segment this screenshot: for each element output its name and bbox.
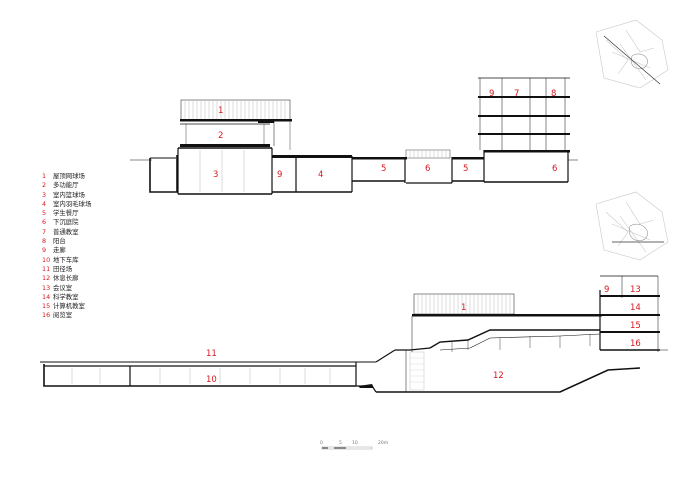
legend-label: 多功能厅: [53, 181, 79, 190]
legend-item: 1 屋顶网球场: [42, 172, 91, 181]
legend-item: 5 学生餐厅: [42, 209, 91, 218]
label-top-4: 4: [318, 170, 323, 180]
label-top-3: 3: [213, 170, 218, 180]
legend-number: 15: [42, 302, 51, 311]
legend-number: 11: [42, 264, 51, 273]
legend-label: 休息长廊: [53, 274, 79, 283]
legend-label: 走廊: [53, 246, 66, 255]
legend-number: 1: [42, 172, 47, 180]
legend-number: 4: [42, 199, 47, 208]
label-top-9b: 9: [489, 89, 494, 99]
label-top-7: 7: [514, 89, 519, 99]
label-top-5a: 5: [381, 164, 386, 174]
legend-item: 8 阳台: [42, 237, 91, 246]
label-bottom-1: 1: [461, 303, 466, 313]
label-top-1: 1: [218, 106, 223, 116]
bottom-section-labels: 11 10 1 12 9 13 14 15 16: [206, 285, 641, 385]
scale-bar: 0 5 10 20m: [320, 440, 388, 450]
label-top-6a: 6: [425, 164, 430, 174]
label-top-2: 2: [218, 131, 223, 141]
legend-label: 计算机教室: [53, 302, 85, 311]
legend-item: 6 下沉庭院: [42, 218, 91, 227]
legend-item: 9 走廊: [42, 246, 91, 255]
label-bottom-14: 14: [630, 303, 641, 313]
legend-label: 阅览室: [53, 311, 73, 320]
key-plan-top: [595, 19, 669, 89]
label-top-6b: 6: [552, 164, 557, 174]
legend-item: 7 普通教室: [42, 228, 91, 237]
label-bottom-16: 16: [630, 339, 641, 349]
legend-number: 8: [42, 237, 47, 246]
legend-number: 13: [42, 283, 51, 292]
label-bottom-13: 13: [630, 285, 641, 295]
legend-label: 田径场: [53, 264, 73, 273]
legend-item: 3 室内篮球场: [42, 191, 91, 200]
legend-number: 10: [42, 255, 51, 264]
top-section: [130, 77, 578, 195]
label-bottom-15: 15: [630, 321, 641, 331]
legend-number: 7: [42, 227, 47, 236]
label-bottom-12: 12: [493, 371, 504, 381]
legend-label: 科学教室: [53, 292, 79, 301]
legend-item: 2 多功能厅: [42, 181, 91, 190]
legend-number: 16: [42, 311, 51, 320]
legend-label: 屋顶网球场: [53, 172, 85, 180]
label-top-9: 9: [277, 170, 282, 180]
label-bottom-10: 10: [206, 375, 217, 385]
legend-number: 2: [42, 181, 47, 190]
scale-tick-10: 10: [352, 440, 358, 446]
legend-label: 室内篮球场: [53, 190, 85, 199]
legend-number: 9: [42, 246, 47, 255]
scale-tick-0: 0: [320, 440, 323, 446]
label-bottom-11: 11: [206, 349, 217, 359]
legend-label: 下沉庭院: [53, 218, 79, 227]
legend-label: 会议室: [53, 283, 73, 292]
legend-label: 地下车库: [53, 255, 79, 264]
label-top-8: 8: [551, 89, 556, 99]
top-section-labels: 1 2 3 9 4 5 6 5 6 9 7 8: [213, 89, 557, 180]
label-bottom-9: 9: [604, 285, 609, 295]
label-top-5b: 5: [463, 164, 468, 174]
legend-label: 学生餐厅: [53, 209, 79, 218]
legend-label: 普通教室: [53, 227, 79, 236]
legend-number: 5: [42, 209, 47, 218]
legend-number: 6: [42, 218, 47, 227]
legend-number: 14: [42, 292, 51, 301]
legend-label: 阳台: [53, 237, 66, 246]
legend-number: 3: [42, 190, 47, 199]
scale-tick-20m: 20m: [378, 440, 388, 446]
bottom-section: [40, 275, 668, 393]
key-plan-bottom: [595, 191, 669, 261]
legend-item: 4 室内羽毛球场: [42, 200, 91, 209]
legend-label: 室内羽毛球场: [53, 199, 92, 208]
legend-number: 12: [42, 274, 51, 283]
scale-tick-5: 5: [339, 440, 342, 446]
